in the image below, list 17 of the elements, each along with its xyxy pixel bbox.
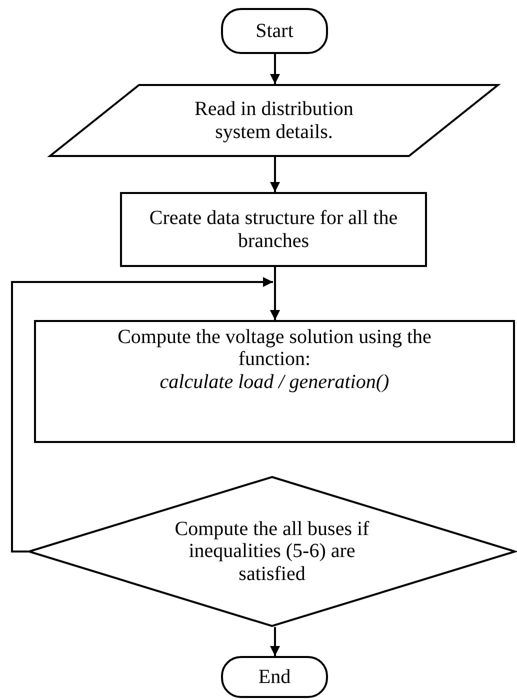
terminal-box <box>221 656 328 698</box>
arrow <box>270 627 280 656</box>
step-text: Compute the all buses if inequalities (5-6) are satisfied <box>174 518 370 586</box>
function-name: calculate load / generation() <box>160 370 390 394</box>
step-text: Compute the voltage solution using the function: <box>116 326 432 371</box>
process-box <box>120 192 427 267</box>
process-box <box>34 320 515 443</box>
loop-arrow <box>11 277 280 552</box>
step-text: End <box>258 666 291 688</box>
step-text: Start <box>256 20 294 42</box>
terminal-box <box>221 8 328 54</box>
arrow <box>270 54 280 84</box>
step-text: Read in distribution system details. <box>194 98 354 143</box>
input-parallelogram <box>49 84 499 157</box>
arrow <box>270 157 280 192</box>
decision-diamond <box>28 476 516 627</box>
step-text: Create data structure for all the branches <box>148 207 399 252</box>
